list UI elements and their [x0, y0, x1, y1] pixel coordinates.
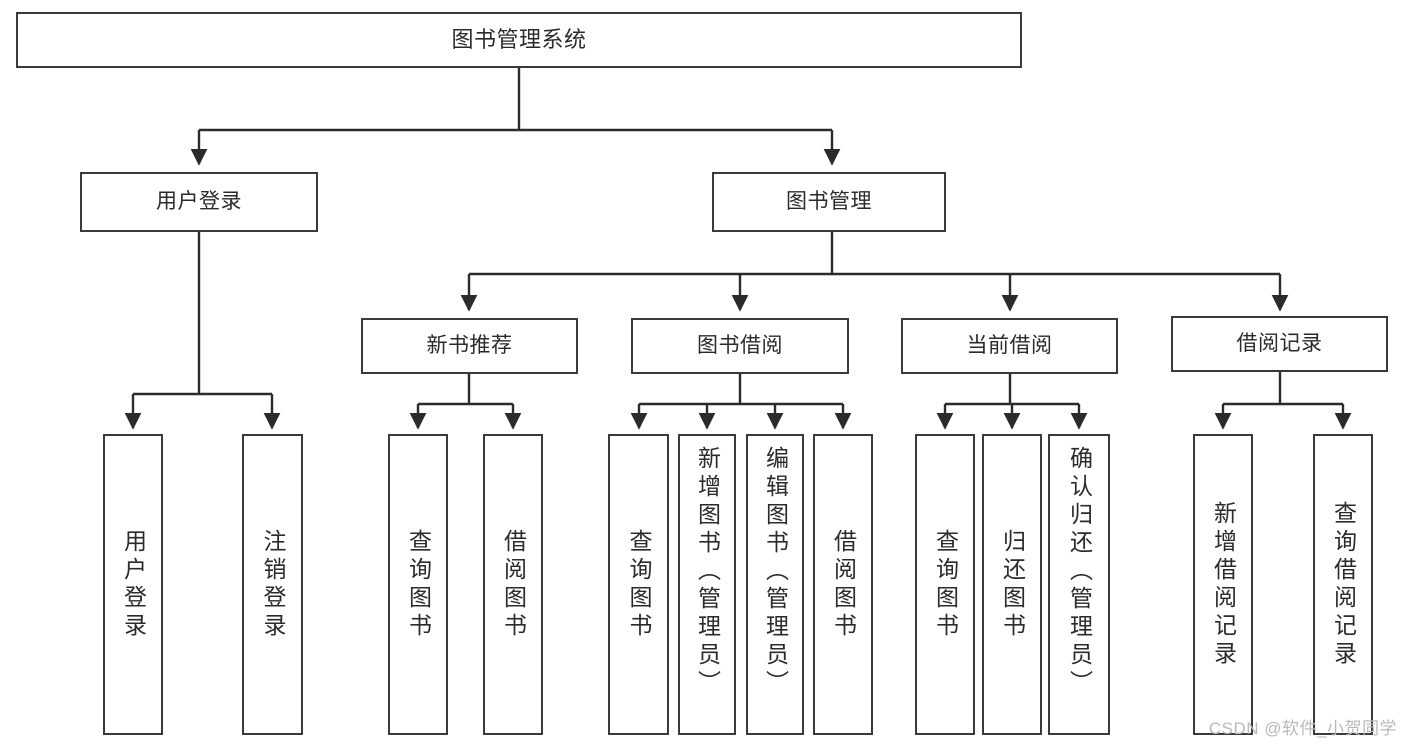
- node-label: 查询图书: [626, 528, 652, 641]
- node-label: 借阅记录: [1236, 332, 1323, 356]
- node-label: 查询图书: [405, 528, 432, 641]
- node-book-borrow[interactable]: 图书借阅: [631, 318, 849, 374]
- node-label: 新增图书（管理员）: [694, 446, 721, 698]
- node-label: 借阅图书: [500, 528, 527, 641]
- node-new-book-recommend[interactable]: 新书推荐: [361, 318, 578, 374]
- node-label: 借阅图书: [830, 528, 857, 641]
- leaf-add-borrow-record[interactable]: 新增借阅记录: [1193, 434, 1253, 735]
- node-label: 查询图书: [932, 528, 959, 641]
- node-label: 新增借阅记录: [1210, 500, 1237, 669]
- node-label: 用户登录: [156, 190, 242, 214]
- leaf-borrow-book-recommend[interactable]: 借阅图书: [483, 434, 543, 735]
- node-label: 当前借阅: [966, 334, 1053, 358]
- node-label: 确认归还（管理员）: [1066, 446, 1093, 698]
- node-current-borrow[interactable]: 当前借阅: [901, 318, 1118, 374]
- node-label: 查询借阅记录: [1330, 500, 1357, 669]
- node-root-system[interactable]: 图书管理系统: [16, 12, 1022, 68]
- leaf-user-login[interactable]: 用户登录: [103, 434, 163, 735]
- leaf-return-book[interactable]: 归还图书: [982, 434, 1042, 735]
- node-label: 编辑图书（管理员）: [762, 446, 789, 698]
- leaf-edit-book[interactable]: 编辑图书（管理员）: [746, 434, 804, 735]
- leaf-query-book-borrow[interactable]: 查询图书: [608, 434, 669, 735]
- leaf-query-borrow-record[interactable]: 查询借阅记录: [1313, 434, 1373, 735]
- node-label: 注销登录: [260, 528, 286, 641]
- node-label: 新书推荐: [426, 334, 513, 358]
- leaf-query-book-recommend[interactable]: 查询图书: [388, 434, 448, 735]
- node-borrow-record[interactable]: 借阅记录: [1171, 316, 1388, 372]
- node-book-manage[interactable]: 图书管理: [712, 172, 946, 232]
- leaf-confirm-return[interactable]: 确认归还（管理员）: [1048, 434, 1110, 735]
- node-user-login[interactable]: 用户登录: [80, 172, 318, 232]
- leaf-query-book-current[interactable]: 查询图书: [915, 434, 975, 735]
- leaf-add-book[interactable]: 新增图书（管理员）: [678, 434, 736, 735]
- node-label: 归还图书: [999, 528, 1026, 641]
- leaf-borrow-book-borrow[interactable]: 借阅图书: [813, 434, 873, 735]
- watermark-text: CSDN @软件_小贺同学: [1208, 719, 1397, 738]
- leaf-logout-login[interactable]: 注销登录: [242, 434, 303, 735]
- node-label: 图书管理系统: [451, 26, 587, 52]
- node-label: 图书借阅: [697, 334, 783, 358]
- node-label: 用户登录: [120, 528, 147, 641]
- node-label: 图书管理: [786, 190, 872, 214]
